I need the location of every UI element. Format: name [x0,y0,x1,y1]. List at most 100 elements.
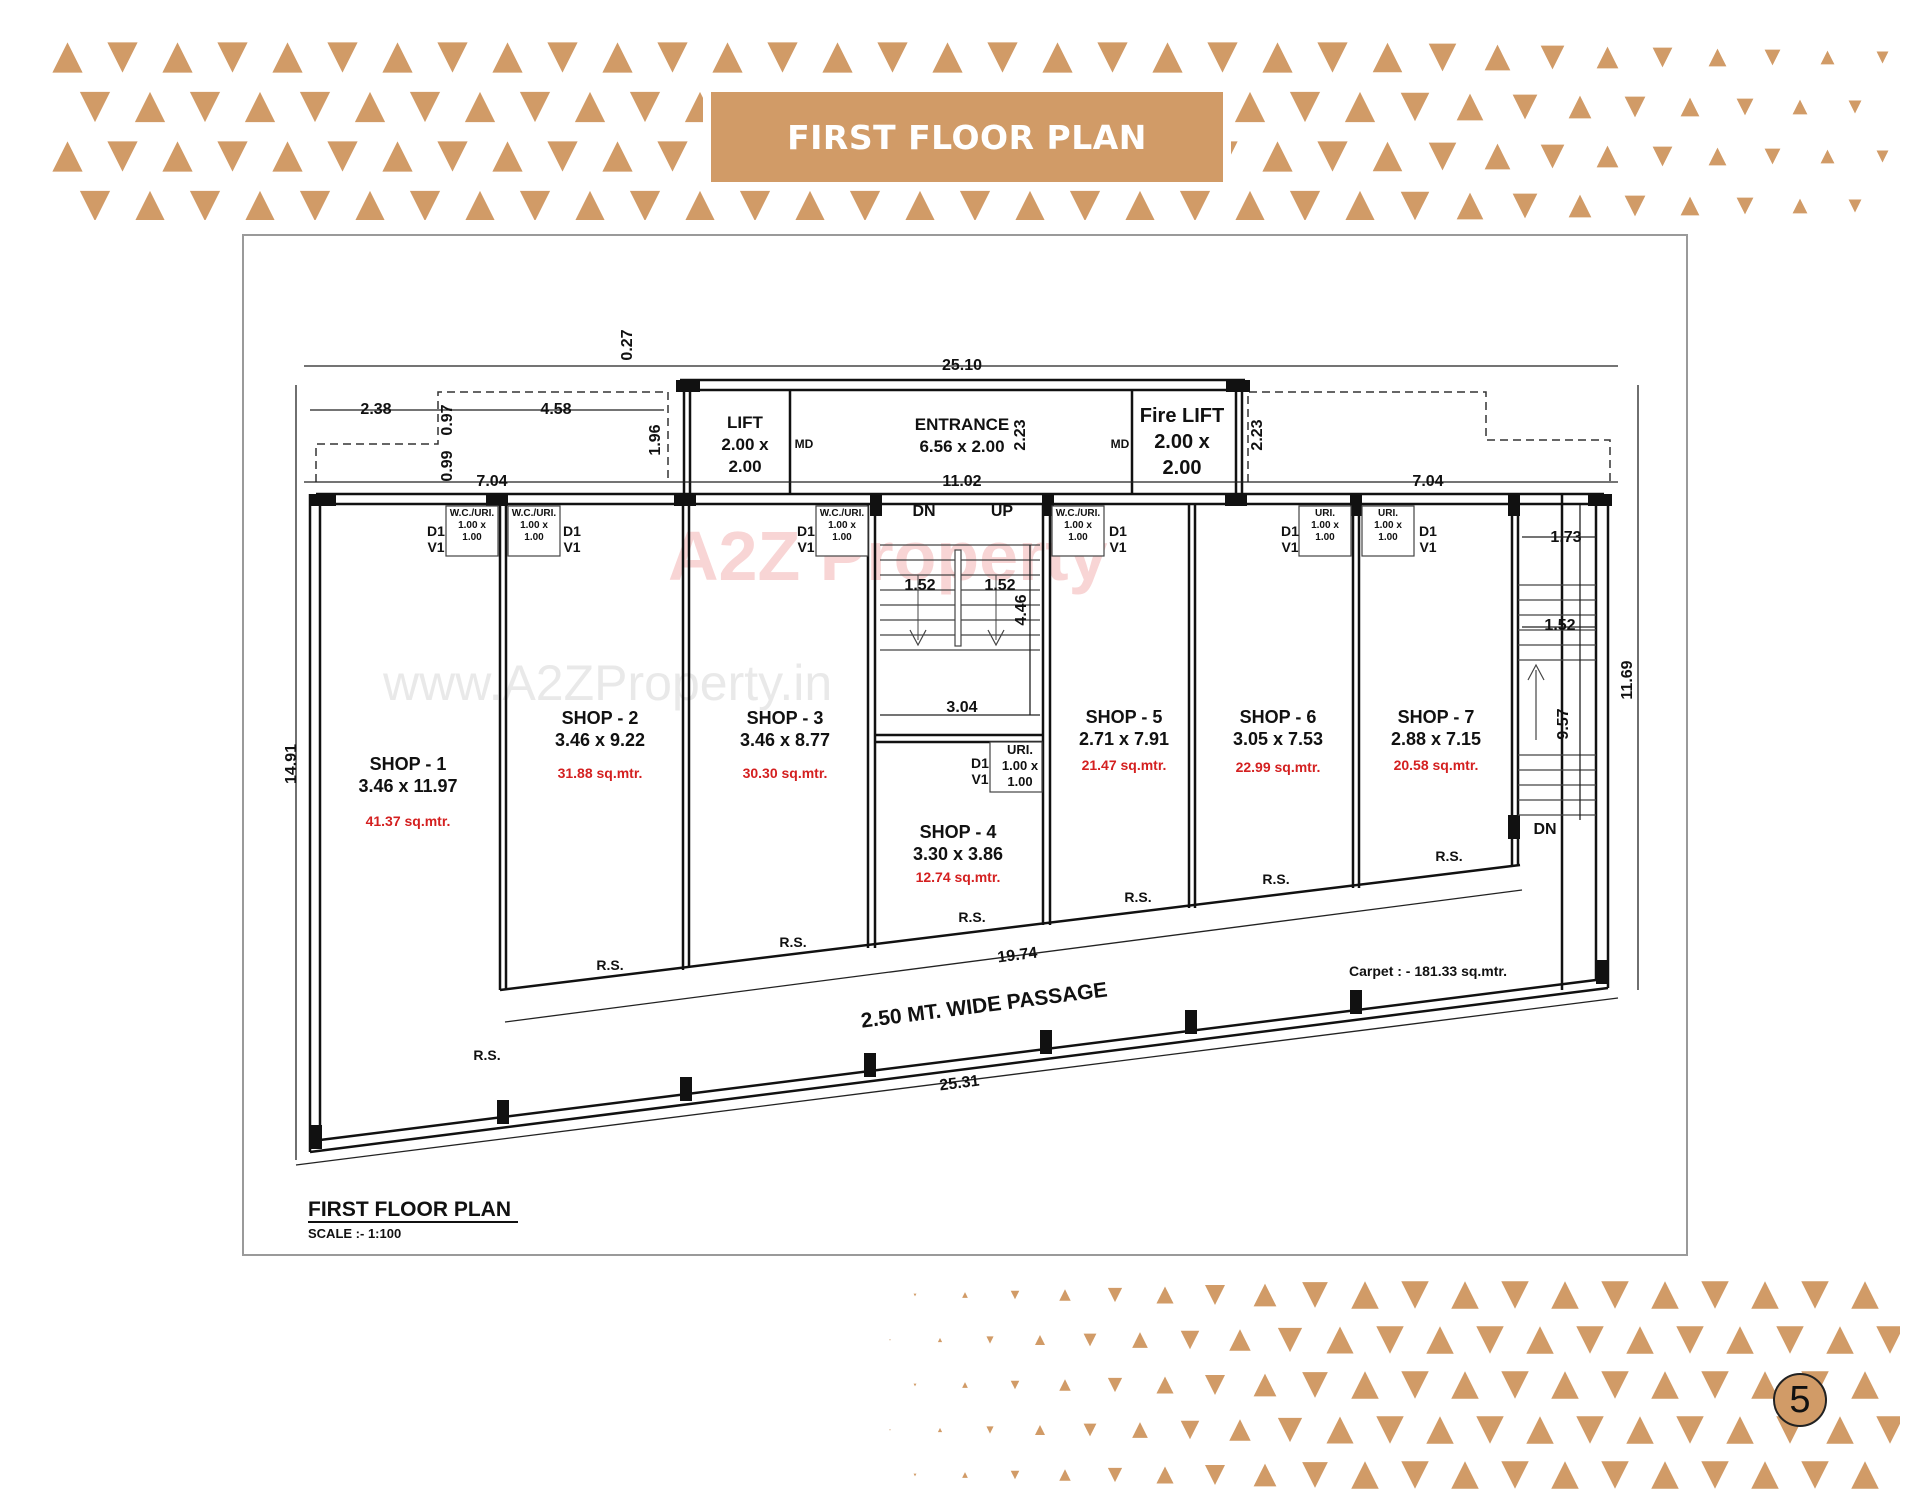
dim-right-height: 11.69 [1619,660,1636,699]
toilet-size-1: 1.00 x [520,520,548,531]
dim-left-wing: 7.04 [476,473,507,490]
toilet-size-1: 1.00 x [1064,520,1092,531]
shop-size: 2.71 x 7.91 [1079,729,1169,749]
shop-area: 12.74 sq.mtr. [916,869,1001,885]
dim-right-stair-w: 1.73 [1550,529,1581,546]
toilet-label: W.C./URI. [820,508,865,519]
door-vent-tags: D1 V1 D1 V1 D1 V1 D1 V1 D1 V1 D1 V1 D1 V… [427,523,1437,787]
rs-label: R.S. [1262,871,1289,887]
column [1508,815,1520,839]
toilet-size-2: 1.00 [524,532,544,543]
rs-label: R.S. [596,957,623,973]
projection-outline [315,391,1611,482]
shop-6: SHOP - 6 3.05 x 7.53 22.99 sq.mtr. [1233,707,1323,775]
column [1350,494,1362,516]
column [486,494,508,506]
toilet-shop7 [1361,505,1415,557]
dim-right-wing: 7.04 [1412,473,1443,490]
column [1042,494,1054,516]
shop-area: 22.99 sq.mtr. [1236,759,1321,775]
shop-name: SHOP - 6 [1240,707,1317,727]
column [1226,380,1250,392]
toilets [445,505,1415,793]
right-stair-down-label: DN [1533,821,1556,838]
column [676,380,700,392]
toilet-shop2 [507,505,561,557]
stair-down-label: DN [912,503,935,520]
drawing-frame [242,234,1688,1256]
md-label-firelift: MD [1111,437,1130,451]
toilet-size-2: 1.00 [1378,532,1398,543]
dim-stair-depth: 4.46 [1013,594,1030,625]
shop-3: SHOP - 3 3.46 x 8.77 30.30 sq.mtr. [740,708,830,781]
lift-label: LIFT [727,413,763,432]
dimension-lines [295,365,1639,1166]
page-number: 5 [1773,1373,1827,1427]
column [870,494,882,516]
shop-name: SHOP - 5 [1086,707,1163,727]
toilet-label: URI. [1378,508,1398,519]
passage-label: 2.50 MT. WIDE PASSAGE [860,978,1109,1032]
dim-stair-total: 3.04 [946,699,977,716]
toilet-size-1: 1.00 x [1002,758,1039,773]
toilet-label: URI. [1007,742,1033,757]
dim-entrance-depth: 2.23 [1012,419,1029,450]
rs-label: R.S. [779,934,806,950]
central-staircase [880,544,1040,651]
vent-tag: V1 [1109,539,1126,555]
shop-size: 3.46 x 11.97 [358,776,457,796]
column [680,1077,692,1101]
shop-labels: SHOP - 1 3.46 x 11.97 41.37 sq.mtr. SHOP… [358,707,1481,885]
dim-fire-depth: 2.23 [1249,419,1266,450]
column [674,494,696,506]
toilet-size-1: 1.00 x [1311,520,1339,531]
shop-name: SHOP - 1 [370,754,447,774]
caption-title: FIRST FLOOR PLAN [308,1198,511,1221]
dim-left-v1: 0.97 [439,404,456,435]
lift-size-2: 2.00 [728,457,761,476]
toilet-labels: W.C./URI. 1.00 x 1.00 W.C./URI. 1.00 x 1… [450,508,1403,789]
toilet-shop4 [989,741,1043,793]
toilet-size-2: 1.00 [462,532,482,543]
outer-wall-bottom [309,986,1609,1154]
toilet-size-2: 1.00 [1007,774,1032,789]
dim-right-stair-len: 9.57 [1555,708,1572,739]
column [864,1053,876,1077]
column [497,1100,509,1124]
dim-lift-depth: 1.96 [647,424,664,455]
door-tag: D1 [1419,523,1437,539]
vent-tag: V1 [797,539,814,555]
shop-name: SHOP - 2 [562,708,639,728]
shop-front-wall [499,863,1521,992]
dim-total-top: 25.10 [942,357,982,374]
watermark-brand: A2Z Property [668,517,1108,595]
toilet-size-2: 1.00 [832,532,852,543]
toilet-shop1 [445,505,499,557]
shop-area: 30.30 sq.mtr. [743,765,828,781]
shop-1: SHOP - 1 3.46 x 11.97 41.37 sq.mtr. [358,754,457,829]
columns [310,380,1612,1149]
column [1225,494,1247,506]
watermark: A2Z Property www.A2ZProperty.in [382,517,1108,711]
fire-lift-label: Fire LIFT [1140,405,1224,427]
column [1040,1030,1052,1054]
toilet-shop3 [815,505,869,557]
walls [308,378,1610,1154]
rs-labels: R.S. R.S. R.S. R.S. R.S. R.S. R.S. [473,848,1462,1063]
dim-total-bottom: 25.31 [938,1073,980,1095]
door-tag: D1 [427,523,445,539]
rs-label: R.S. [1435,848,1462,864]
dim-offset: 0.27 [619,329,636,360]
dim-shop-front: 19.74 [996,945,1038,967]
rs-label: R.S. [473,1047,500,1063]
title-banner: FIRST FLOOR PLAN [703,87,1231,187]
vent-tag: V1 [1419,539,1436,555]
dim-left-b: 4.58 [540,401,571,418]
toilet-size-1: 1.00 x [828,520,856,531]
plan-caption: FIRST FLOOR PLAN SCALE :- 1:100 [308,1198,518,1241]
rs-label: R.S. [958,909,985,925]
column [1588,494,1612,506]
caption-scale: SCALE :- 1:100 [308,1226,401,1241]
page-title: FIRST FLOOR PLAN [711,92,1223,182]
